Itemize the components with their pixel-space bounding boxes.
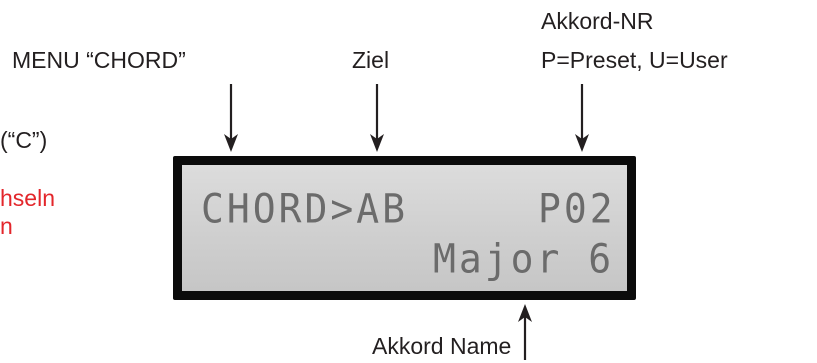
target-arrow-icon [370, 84, 384, 152]
lcd-line1-left: CHORD>AB [201, 185, 409, 233]
chord-nr-arrow-icon [575, 84, 589, 152]
lcd-line1-right: P02 [538, 185, 616, 233]
chord-name-label: Akkord Name [372, 333, 512, 359]
chord-name-arrow-icon [518, 304, 532, 360]
menu-chord-label: MENU “CHORD” [12, 47, 186, 73]
left-partial-label-switch: hseln [0, 185, 55, 211]
chord-nr-title-label: Akkord-NR [541, 8, 654, 34]
chord-nr-desc-label: P=Preset, U=User [541, 47, 728, 73]
target-label: Ziel [352, 47, 390, 73]
left-partial-label-n: n [0, 213, 13, 239]
left-partial-label-c: (“C”) [0, 127, 48, 153]
lcd-display: CHORD>AB P02 Major 6 [173, 156, 636, 300]
menu-arrow-icon [224, 84, 238, 152]
lcd-screen: CHORD>AB P02 Major 6 [182, 165, 627, 291]
lcd-line2-right: Major 6 [433, 235, 615, 283]
